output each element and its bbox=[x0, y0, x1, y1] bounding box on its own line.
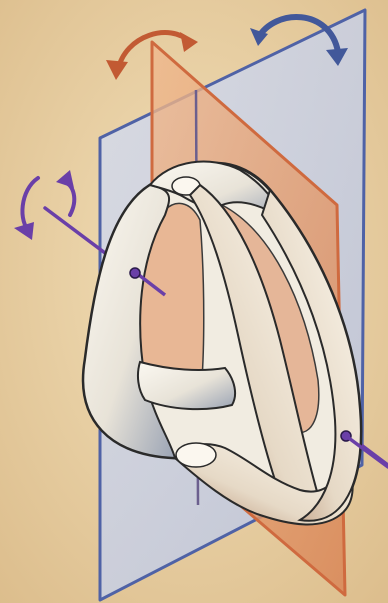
tube-highlight-bottom bbox=[176, 443, 216, 467]
axis-pierce-point-left bbox=[130, 268, 140, 278]
tube-band-middle bbox=[138, 362, 235, 409]
